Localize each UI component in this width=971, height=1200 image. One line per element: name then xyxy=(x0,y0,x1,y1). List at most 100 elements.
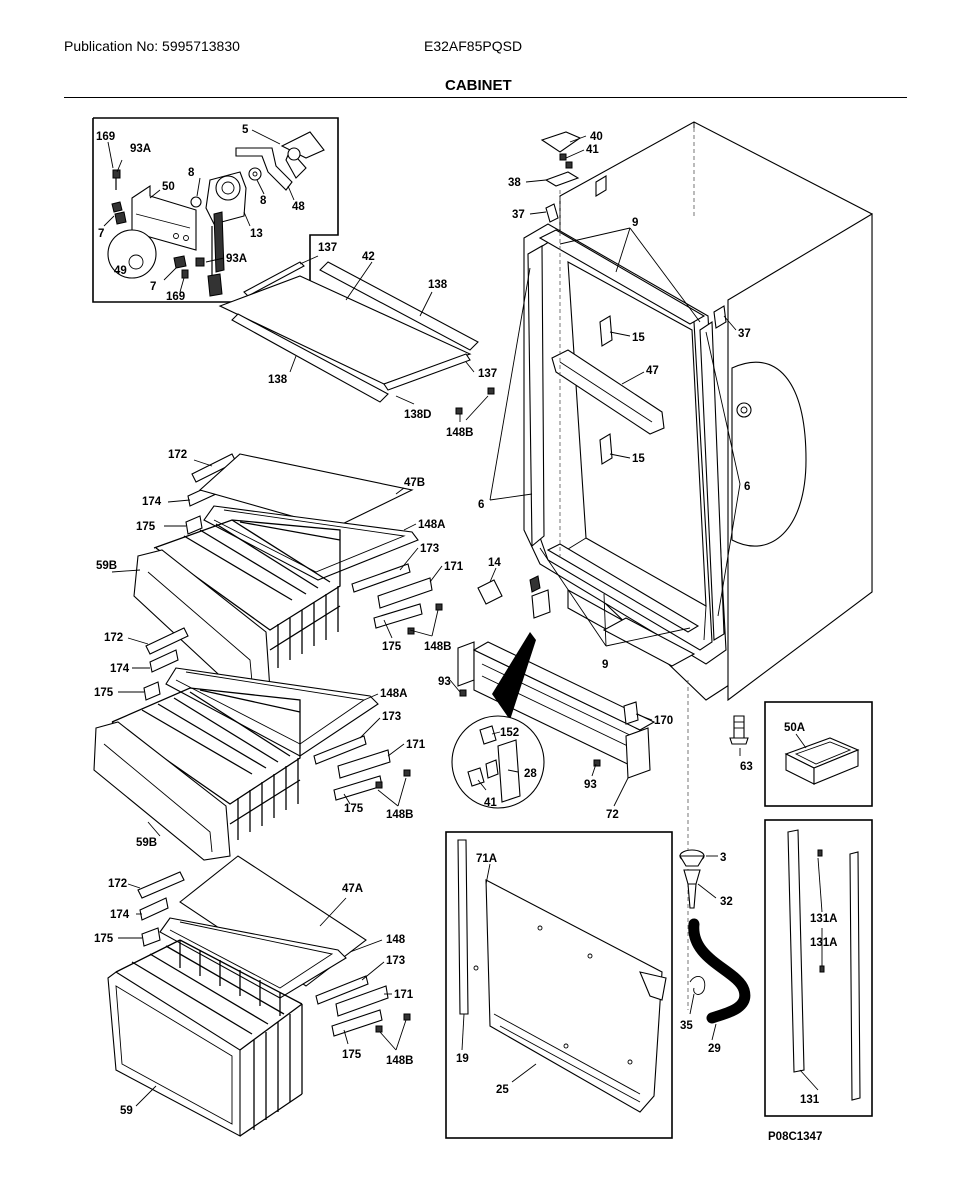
callout-9: 9 xyxy=(632,217,638,229)
callout-15: 15 xyxy=(632,332,645,344)
callout-41: 41 xyxy=(484,797,497,809)
shelf-standards-inset: 131A 131A 131 xyxy=(764,819,873,1117)
callout-148B: 148B xyxy=(386,809,414,821)
callout-19: 19 xyxy=(456,1053,469,1065)
callout-138D: 138D xyxy=(404,409,432,421)
callout-8: 8 xyxy=(188,167,195,179)
callout-175: 175 xyxy=(344,803,364,815)
callout-59B: 59B xyxy=(96,560,117,572)
callout-71A: 71A xyxy=(476,853,497,865)
callout-50A: 50A xyxy=(784,722,805,734)
callout-59: 59 xyxy=(120,1105,133,1117)
callout-175: 175 xyxy=(382,641,402,653)
callout-47: 47 xyxy=(646,365,659,377)
callout-72: 72 xyxy=(606,809,619,821)
basket-two-group: 172 174 175 148A 173 171 59B 175 148B xyxy=(93,627,426,861)
fan-assembly-inset: 169 93A 5 8 50 8 48 7 13 49 93A 7 169 xyxy=(92,117,339,303)
callout-49: 49 xyxy=(114,265,127,277)
callout-93: 93 xyxy=(584,779,597,791)
callout-173: 173 xyxy=(386,955,405,967)
callout-131: 131 xyxy=(800,1094,820,1106)
callout-59B: 59B xyxy=(136,837,157,849)
callout-37: 37 xyxy=(738,328,751,340)
callout-171: 171 xyxy=(444,561,464,573)
publication-number: Publication No: 5995713830 xyxy=(64,38,240,54)
diagram-code: P08C1347 xyxy=(768,1131,822,1143)
callout-171: 171 xyxy=(406,739,426,751)
callout-148B: 148B xyxy=(386,1055,414,1067)
callout-8: 8 xyxy=(260,195,267,207)
callout-28: 28 xyxy=(524,768,537,780)
basket-three-group: 172 174 47A 175 148 173 171 175 148B 59 xyxy=(94,855,414,1137)
callout-50: 50 xyxy=(162,181,175,193)
callout-47B: 47B xyxy=(404,477,425,489)
callout-131A: 131A xyxy=(810,913,838,925)
callout-175: 175 xyxy=(136,521,156,533)
callout-3: 3 xyxy=(720,852,726,864)
callout-38: 38 xyxy=(508,177,521,189)
header-divider xyxy=(64,97,907,98)
callout-29: 29 xyxy=(708,1043,721,1055)
back-panel-inset: 71A 19 25 xyxy=(445,831,673,1139)
callout-169: 169 xyxy=(96,131,115,143)
callout-174: 174 xyxy=(142,496,162,508)
callout-25: 25 xyxy=(496,1084,509,1096)
basket-three-wires xyxy=(115,939,303,1137)
callout-93A: 93A xyxy=(130,143,151,155)
callout-6: 6 xyxy=(744,481,750,493)
callout-137: 137 xyxy=(478,368,497,380)
callout-14: 14 xyxy=(488,557,501,569)
callout-93: 93 xyxy=(438,676,451,688)
callout-131A: 131A xyxy=(810,937,838,949)
cabinet-body: 40 41 38 37 9 37 15 47 15 6 6 14 9 xyxy=(477,121,873,1010)
callout-5: 5 xyxy=(242,124,249,136)
callout-40: 40 xyxy=(590,131,603,143)
callout-32: 32 xyxy=(720,896,733,908)
callout-37: 37 xyxy=(512,209,525,221)
basket-one-wires xyxy=(183,519,341,668)
callout-138: 138 xyxy=(268,374,288,386)
callout-7: 7 xyxy=(150,281,156,293)
basket-one-group: 172 47B 174 175 148A 59B 173 171 175 148… xyxy=(96,449,464,699)
callout-48: 48 xyxy=(292,201,305,213)
callout-148A: 148A xyxy=(380,688,408,700)
callout-172: 172 xyxy=(168,449,187,461)
top-shelf-group: 137 42 138 138 137 138D 148B xyxy=(218,242,497,439)
callout-41: 41 xyxy=(586,144,599,156)
callout-170: 170 xyxy=(654,715,673,727)
callout-6: 6 xyxy=(478,499,484,511)
callout-148: 148 xyxy=(386,934,406,946)
callout-148A: 148A xyxy=(418,519,446,531)
callout-93A: 93A xyxy=(226,253,247,265)
callout-148B: 148B xyxy=(424,641,452,653)
callout-42: 42 xyxy=(362,251,375,263)
callout-171: 171 xyxy=(394,989,414,1001)
callout-7: 7 xyxy=(98,228,104,240)
callout-152: 152 xyxy=(500,727,519,739)
model-number: E32AF85PQSD xyxy=(424,38,523,54)
callout-9: 9 xyxy=(602,659,608,671)
kickplate-group: 93 152 28 41 93 170 72 xyxy=(438,575,673,821)
control-inset: 50A 63 3 32 35 29 xyxy=(679,701,873,1055)
callout-47A: 47A xyxy=(342,883,363,895)
callout-175: 175 xyxy=(94,687,114,699)
callout-175: 175 xyxy=(342,1049,362,1061)
callout-172: 172 xyxy=(104,632,123,644)
callout-137: 137 xyxy=(318,242,337,254)
callout-173: 173 xyxy=(420,543,439,555)
callout-173: 173 xyxy=(382,711,401,723)
section-title: CABINET xyxy=(445,77,512,94)
callout-15: 15 xyxy=(632,453,645,465)
callout-174: 174 xyxy=(110,663,130,675)
callout-174: 174 xyxy=(110,909,130,921)
callout-169: 169 xyxy=(166,291,185,303)
callout-175: 175 xyxy=(94,933,114,945)
callout-13: 13 xyxy=(250,228,263,240)
basket-two-wires xyxy=(141,689,301,840)
callout-138: 138 xyxy=(428,279,448,291)
callout-63: 63 xyxy=(740,761,753,773)
callout-35: 35 xyxy=(680,1020,693,1032)
callout-148B: 148B xyxy=(446,427,474,439)
callout-172: 172 xyxy=(108,878,127,890)
